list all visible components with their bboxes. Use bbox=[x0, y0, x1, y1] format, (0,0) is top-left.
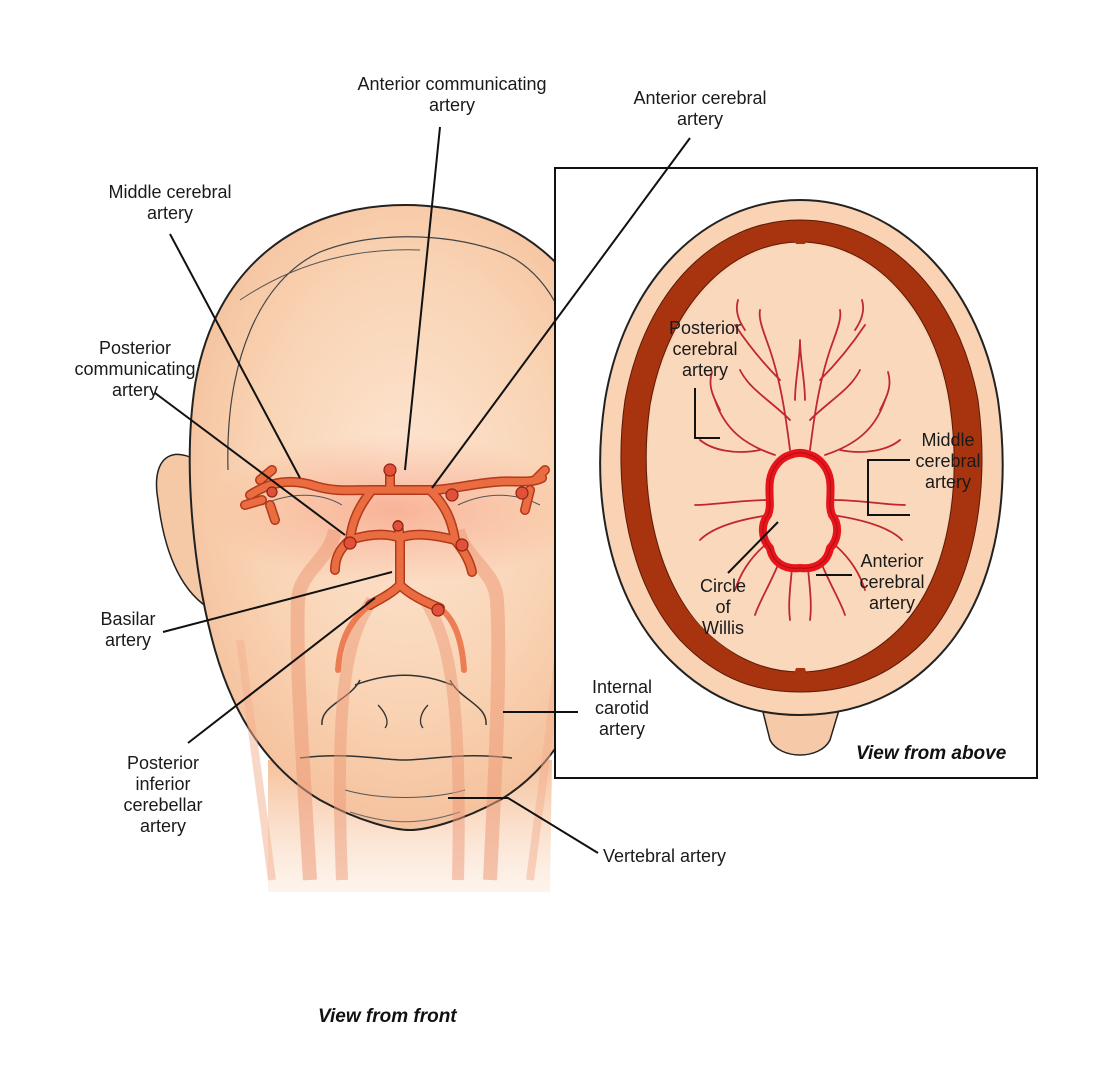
caption-view-from-above: View from above bbox=[856, 743, 1007, 764]
label-anterior-cerebral-artery: Anterior cerebral artery bbox=[633, 88, 767, 129]
caption-view-from-front: View from front bbox=[318, 1006, 457, 1027]
label-vertebral-artery: Vertebral artery bbox=[603, 846, 727, 866]
front-arteries bbox=[240, 465, 550, 673]
label-top-middle-cerebral-artery: Middle cerebral artery bbox=[915, 430, 981, 492]
label-internal-carotid-artery: Internal carotid artery bbox=[591, 677, 653, 739]
leader-lines bbox=[154, 126, 910, 854]
label-anterior-communicating-artery: Anterior communicating artery bbox=[357, 74, 547, 115]
label-posterior-communicating-artery: Posterior communicating artery bbox=[74, 338, 196, 400]
label-top-posterior-cerebral-artery: Posterior cerebral artery bbox=[668, 318, 742, 380]
brain-surface bbox=[648, 244, 953, 670]
label-top-anterior-cerebral-artery: Anterior cerebral artery bbox=[859, 551, 925, 613]
label-middle-cerebral-artery: Middle cerebral artery bbox=[108, 182, 232, 223]
label-circle-of-willis: Circle of Willis bbox=[699, 576, 746, 638]
top-view-head bbox=[599, 198, 1004, 756]
label-posterior-inferior-cerebellar-artery: Posterior inferior cerebellar artery bbox=[123, 753, 203, 836]
label-basilar-artery: Basilar artery bbox=[100, 609, 156, 650]
aneurysms bbox=[266, 463, 529, 617]
